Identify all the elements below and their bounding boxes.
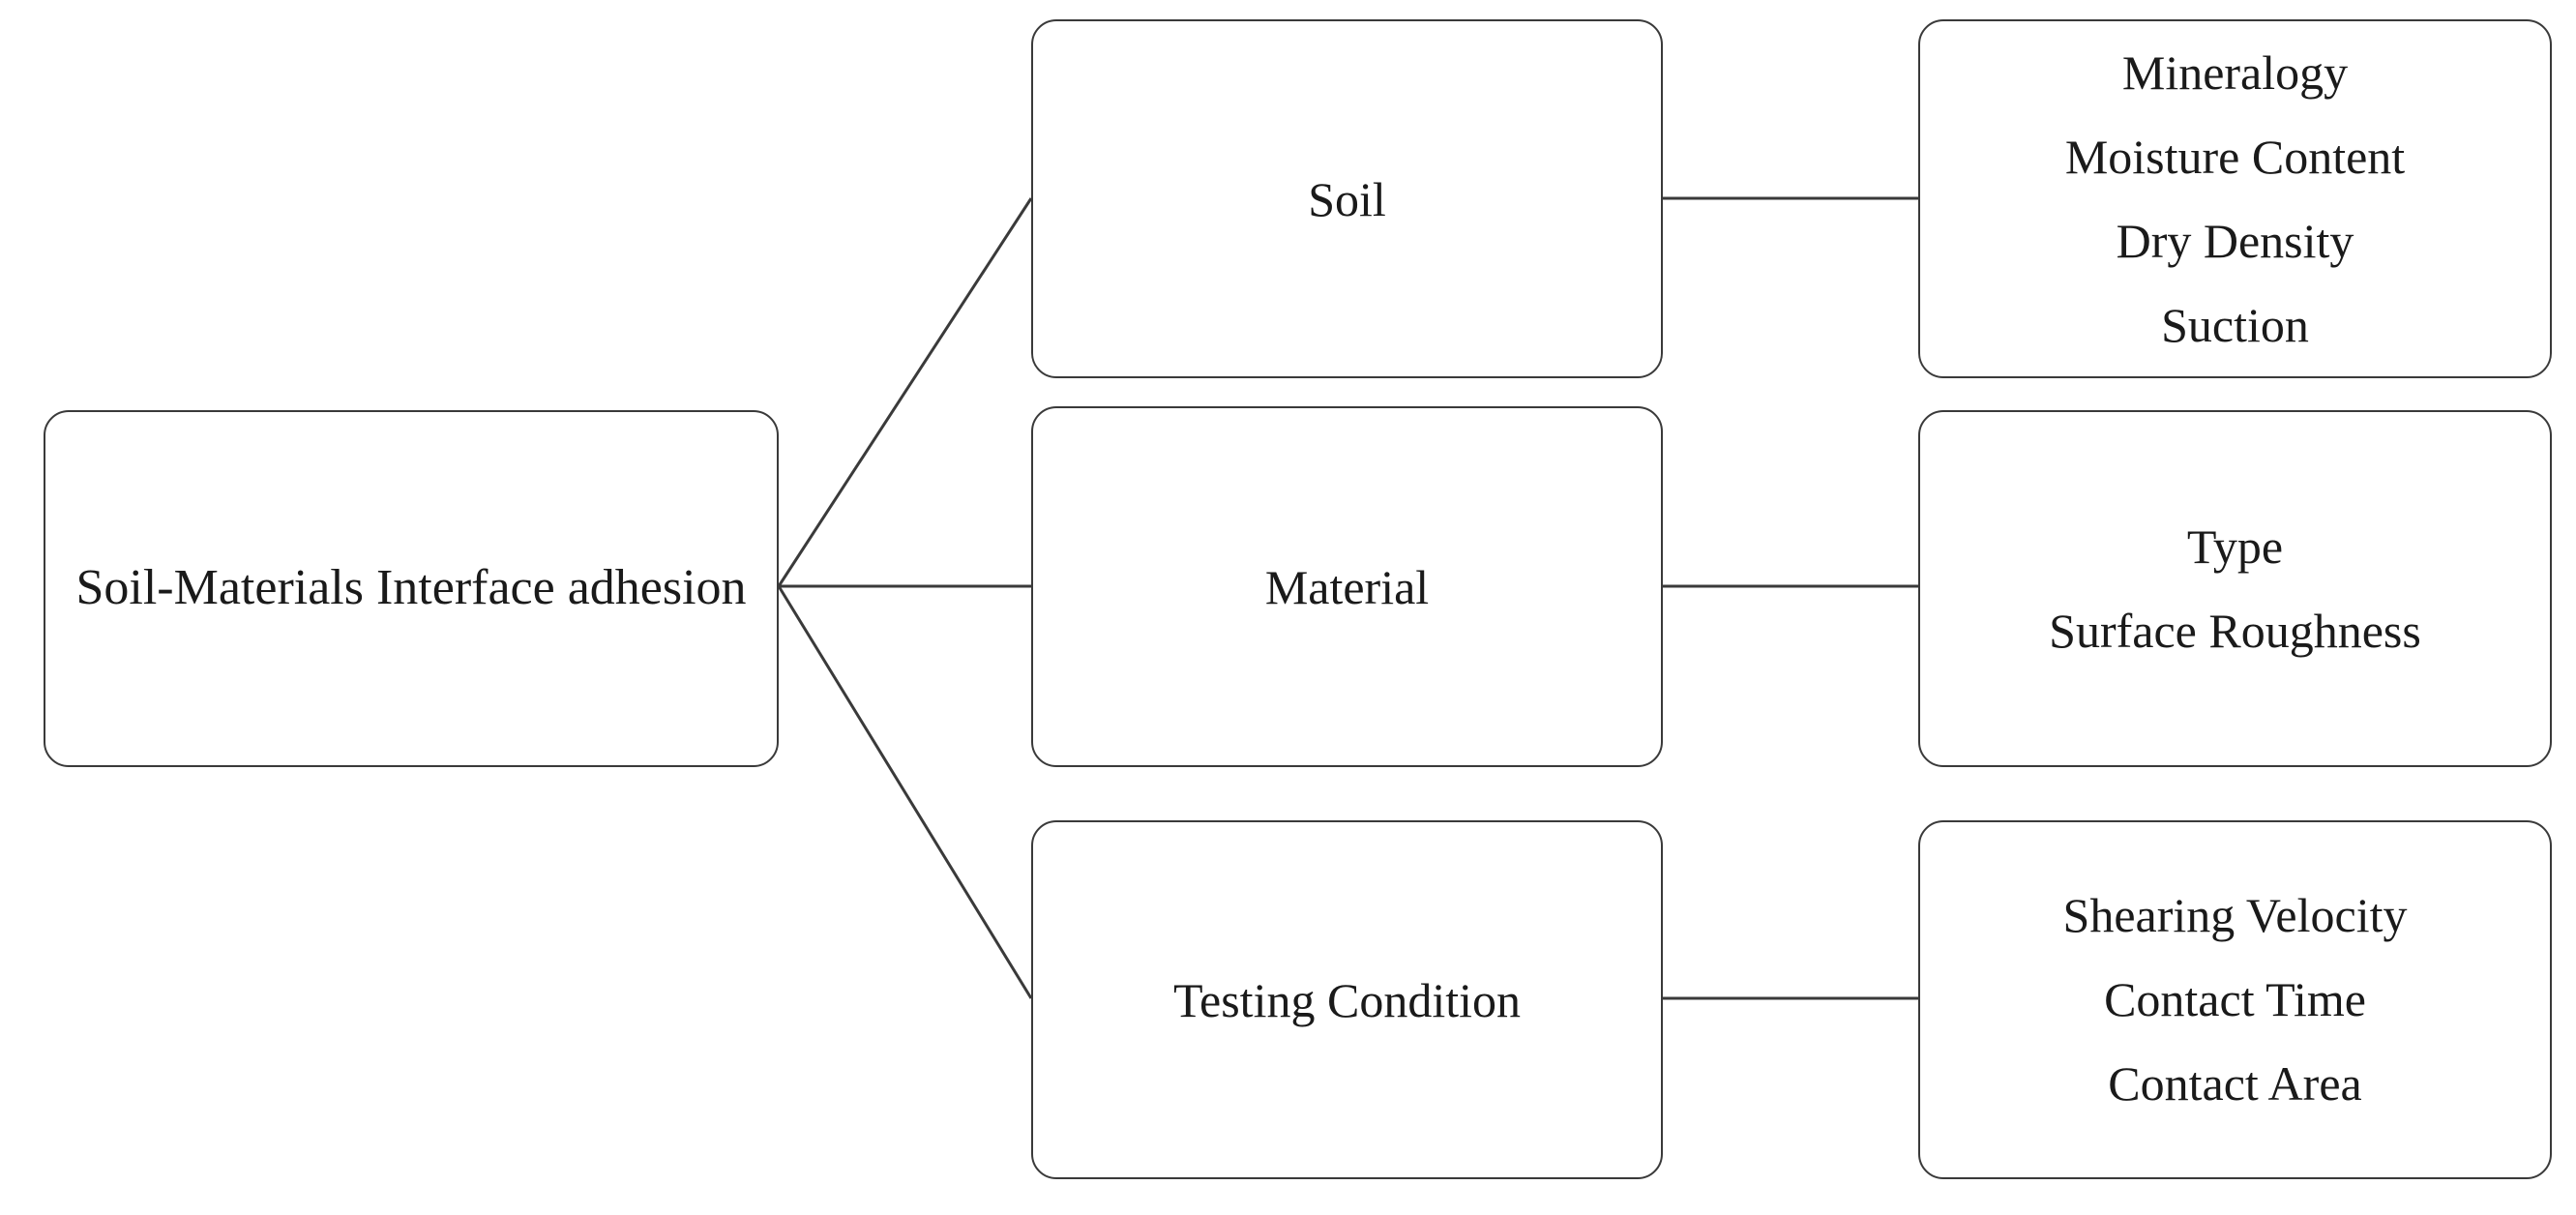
factor-item: Surface Roughness — [2049, 603, 2421, 658]
factor-item: Contact Area — [2108, 1056, 2362, 1111]
category-node-testing-condition: Testing Condition — [1031, 820, 1663, 1179]
connector-root-to-testing-condition — [777, 585, 1033, 999]
factors-node-testing-condition: Shearing Velocity Contact Time Contact A… — [1918, 820, 2552, 1179]
factors-node-material: Type Surface Roughness — [1918, 410, 2552, 767]
factors-node-soil: Mineralogy Moisture Content Dry Density … — [1918, 19, 2552, 378]
factor-item: Moisture Content — [2064, 129, 2406, 184]
factor-item: Shearing Velocity — [2062, 888, 2408, 942]
root-node: Soil-Materials Interface adhesion — [44, 410, 779, 767]
connector-root-to-soil — [777, 197, 1033, 587]
category-label-soil: Soil — [1308, 171, 1386, 226]
category-node-soil: Soil — [1031, 19, 1663, 378]
factor-item: Type — [2186, 519, 2284, 574]
category-node-material: Material — [1031, 406, 1663, 767]
factor-item: Mineralogy — [2121, 44, 2349, 100]
category-label-testing-condition: Testing Condition — [1172, 972, 1521, 1027]
category-label-material: Material — [1264, 559, 1430, 614]
factor-item: Dry Density — [2116, 213, 2354, 268]
factor-item: Suction — [2161, 297, 2309, 352]
root-node-label: Soil-Materials Interface adhesion — [75, 560, 747, 616]
factor-item: Contact Time — [2104, 972, 2366, 1026]
